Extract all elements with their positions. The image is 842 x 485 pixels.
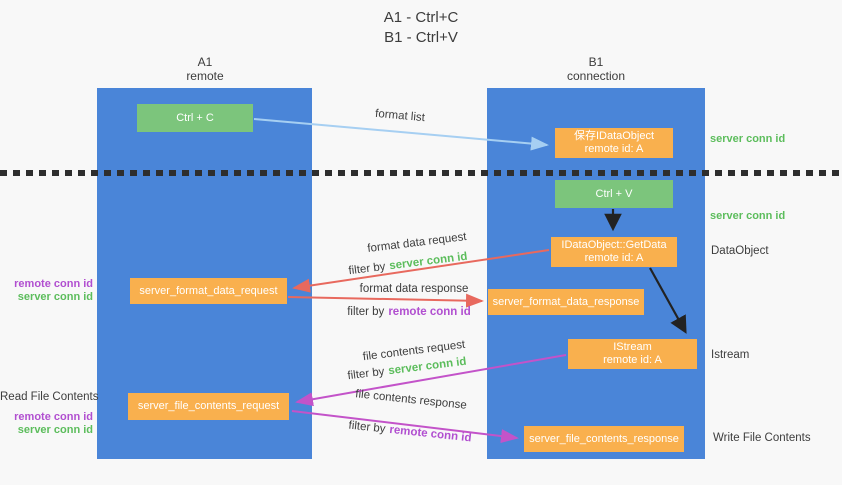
label-read-file-contents: Read File Contents xyxy=(0,391,99,403)
node-ctrl-c: Ctrl + C xyxy=(137,104,253,132)
label-format-response-filter-prefix: filter by xyxy=(347,306,385,318)
arrow-getdata-to-istream xyxy=(649,267,687,334)
node-ctrl-v-label: Ctrl + V xyxy=(595,187,633,200)
label-format-data-response: format data response xyxy=(359,283,469,295)
node-idataobject-getdata: IDataObject::GetData remote id: A xyxy=(551,237,677,267)
label-left-server-conn-id-2: server conn id xyxy=(17,424,93,436)
label-left-server-conn-id-1: server conn id xyxy=(17,291,93,303)
arrow-format-data-request xyxy=(292,249,550,293)
label-format-response-filter-key: remote conn id xyxy=(388,306,471,318)
node-save-idataobject: 保存IDataObject remote id: A xyxy=(555,128,673,158)
arrow-format-data-response xyxy=(287,293,484,308)
node-save-idataobject-line1: 保存IDataObject xyxy=(573,130,655,142)
node-ctrl-c-label: Ctrl + C xyxy=(176,111,214,124)
label-write-file-contents: Write File Contents xyxy=(713,432,811,444)
node-idataobject-getdata-line1: IDataObject::GetData xyxy=(561,239,667,251)
arrow-file-contents-request xyxy=(295,354,567,407)
arrow-file-contents-response xyxy=(291,410,519,444)
diagram-title: A1 - Ctrl+C B1 - Ctrl+V xyxy=(0,8,842,48)
title-line-2: B1 - Ctrl+V xyxy=(384,29,458,46)
node-server-format-data-response-label: server_format_data_response xyxy=(492,295,640,308)
label-right-server-conn-id-1: server conn id xyxy=(710,133,786,145)
node-istream-line1: IStream xyxy=(613,341,652,353)
label-dataobject: DataObject xyxy=(711,245,769,257)
node-server-format-data-request-label: server_format_data_request xyxy=(139,284,278,297)
node-server-file-contents-response: server_file_contents_response xyxy=(524,426,684,452)
node-save-idataobject-line2: remote id: A xyxy=(584,143,644,155)
node-server-file-contents-request-label: server_file_contents_request xyxy=(137,400,280,412)
label-right-server-conn-id-2: server conn id xyxy=(710,210,786,222)
column-a1-name: A1 xyxy=(197,55,213,69)
column-b1-name: B1 xyxy=(588,55,604,69)
node-server-file-contents-request: server_file_contents_request xyxy=(128,393,289,420)
node-idataobject-getdata-line2: remote id: A xyxy=(584,252,644,264)
node-istream: IStream remote id: A xyxy=(568,339,697,369)
label-istream: Istream xyxy=(711,349,750,361)
node-ctrl-v: Ctrl + V xyxy=(555,180,673,208)
title-line-1: A1 - Ctrl+C xyxy=(383,9,459,26)
column-header-a1: A1 remote xyxy=(145,55,265,83)
node-server-file-contents-response-label: server_file_contents_response xyxy=(529,432,679,445)
node-istream-line2: remote id: A xyxy=(603,354,662,366)
column-header-b1: B1 connection xyxy=(536,55,656,83)
arrow-format-list xyxy=(253,118,549,151)
label-left-remote-conn-id-1: remote conn id xyxy=(14,278,93,290)
column-b1-subtitle: connection xyxy=(566,69,626,83)
label-left-remote-conn-id-2: remote conn id xyxy=(14,411,93,423)
node-server-format-data-request: server_format_data_request xyxy=(130,278,287,304)
column-a1-subtitle: remote xyxy=(186,69,224,83)
node-server-format-data-response: server_format_data_response xyxy=(488,289,644,315)
